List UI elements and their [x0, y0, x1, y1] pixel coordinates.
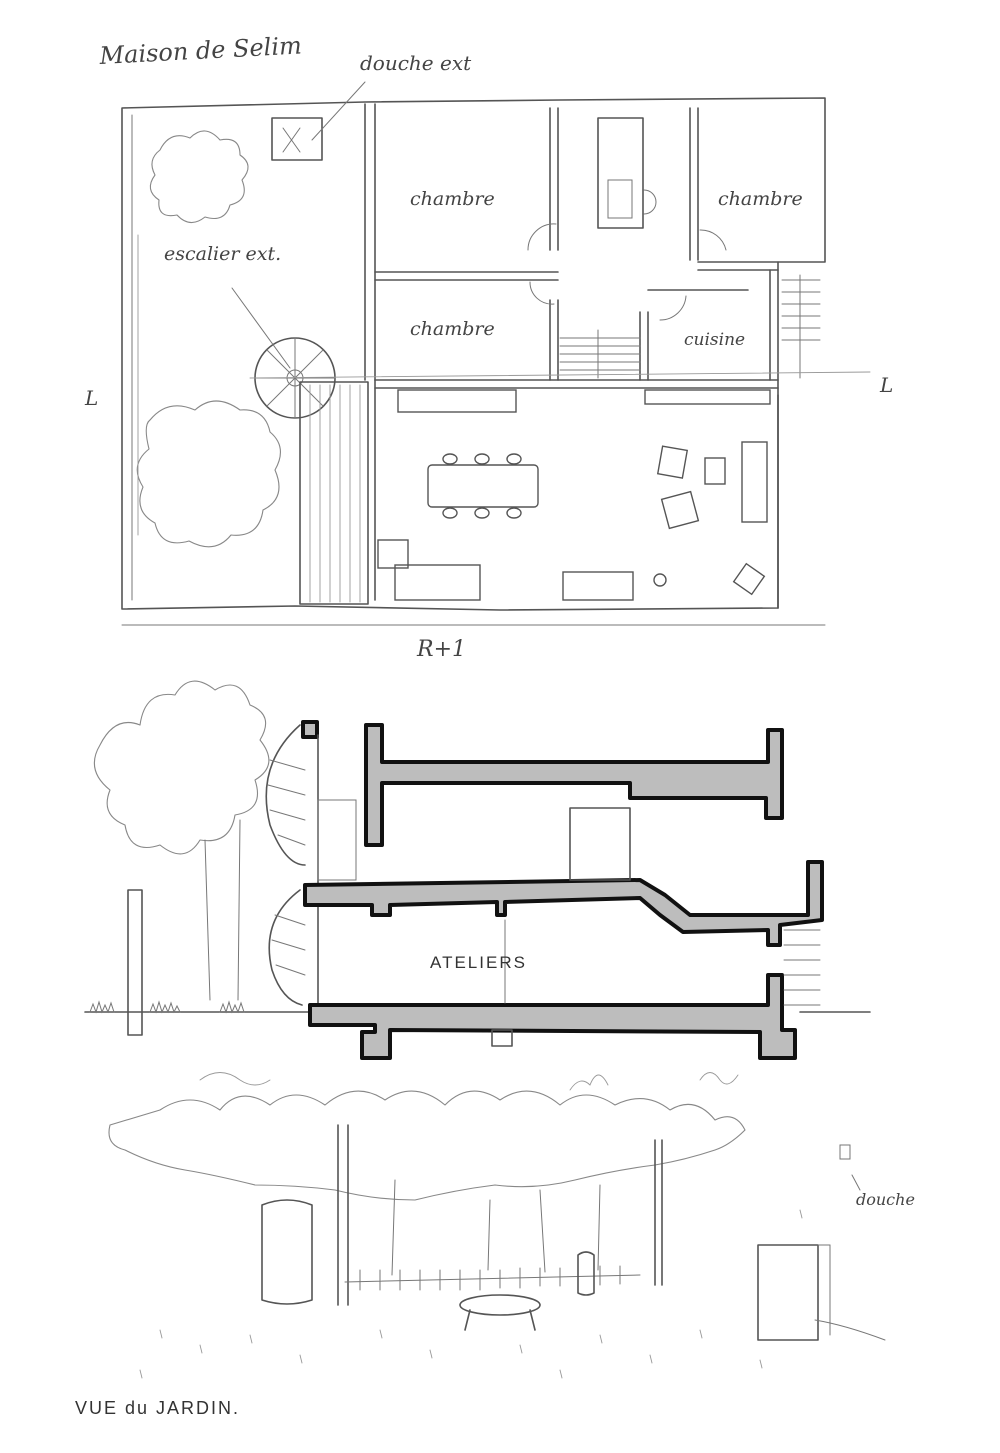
first-floor-slab — [303, 860, 824, 947]
section-mark-right: L — [879, 373, 893, 397]
outdoor-shower — [271, 117, 323, 161]
section-spiral-stair-upper — [265, 724, 306, 866]
lounge-chair-3 — [660, 490, 700, 530]
section-spiral-stair-lower — [268, 889, 303, 1006]
desk — [562, 571, 634, 601]
room-label-bedroom-2: chambre — [718, 188, 803, 210]
bench — [394, 564, 481, 601]
garden-wall-post — [127, 889, 143, 1036]
section-label-workshops: ATELIERS — [430, 953, 527, 972]
armchair — [377, 539, 409, 569]
ground-floor-slab — [308, 973, 797, 1060]
plan-level-label: R+1 — [416, 637, 466, 662]
dining-table — [427, 464, 539, 508]
lounge-chair-4 — [732, 562, 766, 596]
garden-post-center — [577, 1251, 595, 1296]
bathroom-block — [597, 117, 644, 229]
wooden-deck — [299, 381, 369, 605]
house-walls — [364, 103, 779, 609]
pergola-posts — [337, 1124, 663, 1306]
room-label-bedroom-3: chambre — [410, 318, 495, 340]
interior-stair — [559, 329, 641, 379]
section-mark-left: L — [84, 386, 98, 410]
sofa — [741, 441, 768, 523]
outdoor-shower-label: douche ext — [360, 51, 472, 75]
interior-door — [569, 807, 631, 881]
building-section: ATELIERS — [84, 680, 871, 1060]
garden-shower-cabin — [757, 1244, 819, 1341]
lounge-chair-1 — [656, 445, 689, 479]
garden-canopy — [108, 1090, 746, 1201]
garden-table — [459, 1294, 541, 1316]
plan-tree-north — [149, 130, 249, 224]
plant-pot — [653, 573, 667, 587]
garden-view-title: VUE du JARDIN. — [75, 1398, 240, 1418]
floor-plan: douche ext escalier ext. — [84, 51, 893, 662]
dining-chairs — [442, 453, 522, 519]
kitchen-counter — [644, 389, 771, 405]
garden-column-left — [261, 1199, 313, 1305]
plan-tree-south — [136, 400, 281, 548]
section-tree-left — [93, 680, 270, 855]
roof-slab — [364, 723, 784, 847]
room-label-bedroom-1: chambre — [410, 188, 495, 210]
room-label-kitchen: cuisine — [684, 330, 745, 350]
lounge-chair-2 — [704, 457, 726, 485]
garden-view: douche VUE du JARDIN. — [75, 1072, 915, 1418]
garden-lawn — [139, 1209, 803, 1379]
site-outline — [121, 97, 826, 611]
garden-shower-label: douche — [856, 1190, 915, 1209]
outdoor-stair-label: escalier ext. — [164, 243, 281, 265]
shelf — [397, 389, 517, 413]
garden-fence — [344, 1265, 641, 1291]
sheet-title: Maison de Selim — [98, 31, 303, 70]
